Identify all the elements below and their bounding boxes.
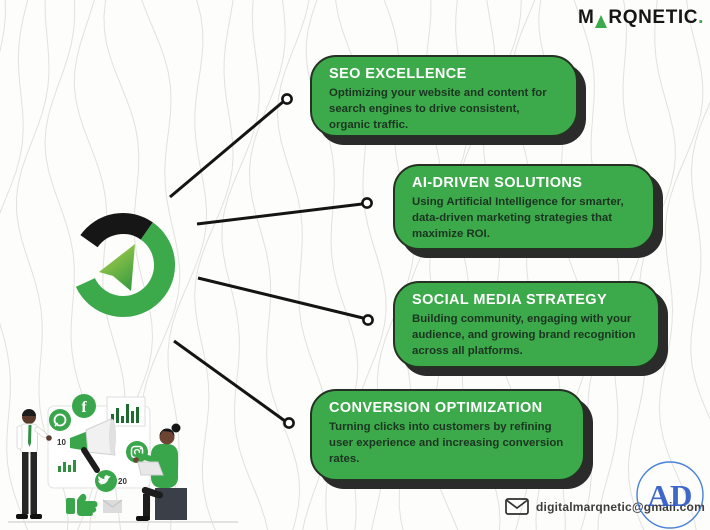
card-title: CONVERSION OPTIMIZATION: [329, 400, 543, 416]
logo-dot: .: [698, 7, 704, 28]
hub-graphic: [75, 213, 175, 318]
card-body: Turning clicks into customers by refinin…: [329, 421, 564, 466]
card-title: SOCIAL MEDIA STRATEGY: [412, 292, 608, 308]
marketing-illustration: f 10 20: [8, 394, 238, 523]
twitter-icon: [95, 470, 117, 492]
card-seo-excellence: SEO EXCELLENCE Optimizing your website a…: [310, 55, 578, 137]
contact-footer: digitalmarqnetic@gmail.com: [505, 498, 705, 515]
logo-triangle-icon: [595, 15, 608, 28]
ring-green-segment: [75, 222, 175, 318]
ad-watermark: AD: [636, 461, 704, 529]
svg-text:f: f: [81, 399, 87, 416]
megaphone-icon: [70, 418, 116, 473]
thumbs-up-icon: [66, 493, 98, 516]
send-arrow-icon: [99, 244, 135, 291]
envelope-doodle-icon: [102, 499, 123, 513]
card-body: Building community, engaging with your a…: [412, 313, 636, 358]
ring-black-segment: [80, 213, 153, 248]
card-title: SEO EXCELLENCE: [329, 66, 467, 82]
card-social-media-strategy: SOCIAL MEDIA STRATEGY Building community…: [393, 281, 660, 368]
card-ai-driven-solutions: AI-DRIVEN SOLUTIONS Using Artificial Int…: [393, 164, 655, 250]
card-title: AI-DRIVEN SOLUTIONS: [412, 175, 583, 191]
brand-logo: M RQNETIC.: [578, 7, 704, 29]
card-body: Using Artificial Intelligence for smarte…: [412, 196, 624, 241]
card-body: Optimizing your website and content for …: [329, 87, 547, 132]
whatsapp-icon: [49, 409, 71, 431]
card-conversion-optimization: CONVERSION OPTIMIZATION Turning clicks i…: [310, 389, 585, 481]
person-woman: [133, 423, 187, 521]
envelope-icon: [505, 498, 529, 515]
stat-label-20: 20: [118, 477, 127, 486]
stat-label-10: 10: [57, 438, 66, 447]
contact-email[interactable]: digitalmarqnetic@gmail.com: [536, 499, 705, 514]
bar-chart-icon: [111, 404, 139, 423]
mini-bar-chart-icon: [58, 460, 76, 472]
logo-text-post: RQNETIC: [608, 7, 699, 28]
logo-text-pre: M: [577, 7, 595, 28]
watermark-text: AD: [648, 478, 693, 513]
facebook-icon: f: [72, 394, 96, 418]
person-man: [16, 409, 52, 519]
